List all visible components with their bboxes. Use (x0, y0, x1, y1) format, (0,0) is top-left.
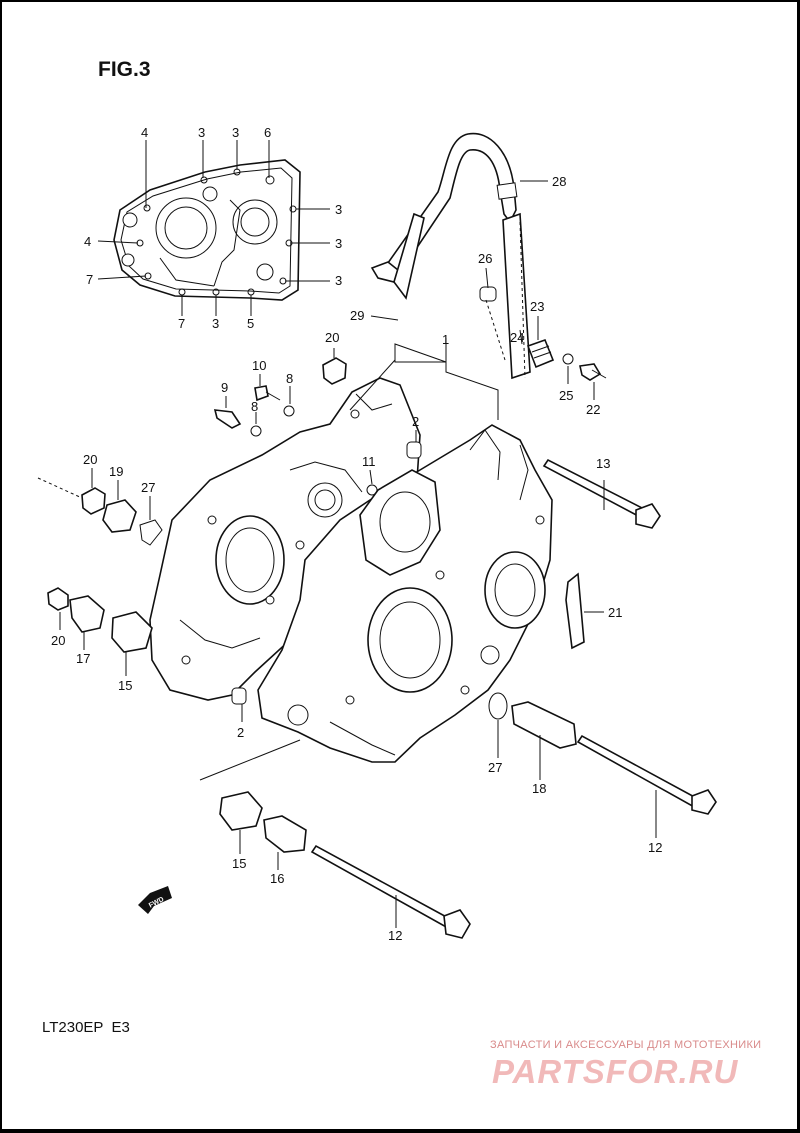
callout-5: 5 (247, 316, 254, 331)
callout-11: 11 (362, 454, 376, 469)
callout-7a: 7 (86, 272, 93, 287)
callout-20c: 20 (51, 633, 65, 648)
callout-19: 19 (109, 464, 123, 479)
page-border-right (797, 0, 800, 1133)
callout-29: 29 (350, 308, 364, 323)
small-parts (47, 286, 607, 853)
callout-15b: 15 (232, 856, 246, 871)
crankcase-right-half (257, 424, 553, 763)
page-border-bottom (0, 1129, 800, 1133)
callout-7b: 7 (178, 316, 185, 331)
page-border-top (0, 0, 800, 2)
callout-16: 16 (270, 871, 284, 886)
callout-8a: 8 (286, 371, 293, 386)
callout-20b: 20 (83, 452, 97, 467)
callout-3a: 3 (198, 125, 205, 140)
figure-title: FIG.3 (98, 58, 151, 81)
callout-3c: 3 (335, 202, 342, 217)
crankcase-gasket (113, 159, 301, 301)
callout-3f: 3 (212, 316, 219, 331)
callout-17: 17 (76, 651, 90, 666)
callout-14: 12 (648, 840, 662, 855)
callout-12-text: 12 (388, 928, 403, 943)
callout-27b: 27 (488, 760, 502, 775)
callout-21: 21 (608, 605, 622, 620)
callout-23: 24 (510, 330, 524, 345)
callout-27a: 27 (141, 480, 155, 495)
callout-22: 23 (530, 299, 544, 314)
callout-8b: 8 (251, 399, 258, 414)
bolt-14 (576, 734, 717, 815)
leader-lines (59, 140, 657, 928)
callout-26: 26 (478, 251, 492, 266)
callout-28: 28 (552, 174, 566, 189)
callout-labels: 4 3 3 6 3 4 3 7 3 7 3 5 28 26 29 23 24 2… (51, 125, 662, 886)
callout-9: 9 (221, 380, 228, 395)
callout-3b: 3 (232, 125, 239, 140)
callout-4b: 4 (84, 234, 91, 249)
crankcase-left-half (149, 377, 421, 701)
bolt-13 (542, 458, 661, 529)
bolt-12 (310, 844, 471, 939)
assembly-lines (37, 221, 526, 499)
watermark-caption: ЗАПЧАСТИ И АКСЕССУАРЫ ДЛЯ МОТОТЕХНИКИ (490, 1039, 762, 1051)
callout-24: 22 (586, 402, 600, 417)
callout-3e: 3 (335, 273, 342, 288)
callout-6: 6 (264, 125, 271, 140)
model-code: LT230EP E3 (42, 1019, 130, 1036)
breather-hose (370, 132, 531, 380)
callout-15a: 15 (118, 678, 132, 693)
callout-20a: 20 (325, 330, 339, 345)
callout-25: 25 (559, 388, 573, 403)
watermark-logo: PARTSFOR.RU (492, 1053, 739, 1090)
callout-2a: 2 (412, 414, 419, 429)
callout-10: 10 (252, 358, 266, 373)
callout-3d: 3 (335, 236, 342, 251)
callout-13: 13 (596, 456, 610, 471)
callout-4a: 4 (141, 125, 148, 140)
callout-2b: 2 (237, 725, 244, 740)
callout-18: 18 (532, 781, 546, 796)
fwd-arrow-icon: FWD (138, 886, 172, 914)
callout-1: 1 (442, 332, 449, 347)
page-border-left (0, 0, 2, 1133)
